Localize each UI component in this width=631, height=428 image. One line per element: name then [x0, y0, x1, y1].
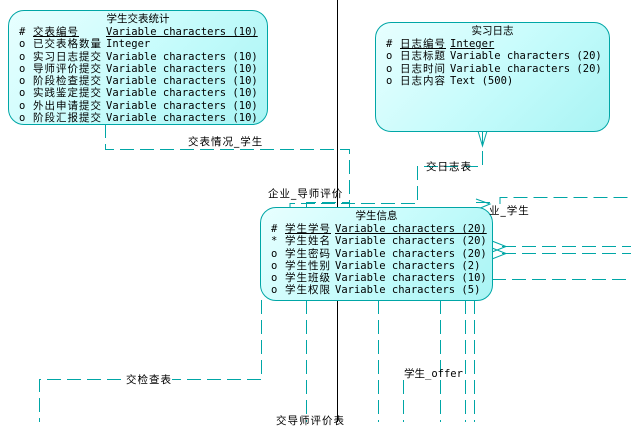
attribute-name: 实践鉴定提交	[33, 87, 102, 100]
attribute-marker: o	[271, 259, 278, 272]
label-submit-status: 交表情况_学生	[188, 136, 264, 148]
attribute-row[interactable]: o 学生密码 Variable characters (20)	[271, 248, 491, 260]
entity-title: 实习日志	[471, 25, 514, 37]
attribute-row[interactable]: o 学生性别 Variable characters (2)	[271, 260, 491, 272]
crowsfoot-log	[477, 130, 488, 148]
attribute-name: 已交表格数量	[33, 38, 102, 51]
entity-title: 学生交表统计	[106, 13, 170, 25]
attribute-name: 学生密码	[285, 247, 331, 260]
attribute-type: Text (500)	[450, 74, 514, 87]
attribute-row[interactable]: o 阶段检查提交 Variable characters (10)	[19, 75, 262, 87]
attribute-type: Variable characters (10)	[106, 87, 258, 100]
attribute-type: Variable characters (10)	[106, 112, 258, 125]
attribute-row[interactable]: # 交表编号 Variable characters (10)	[19, 26, 262, 38]
attribute-name: 日志时间	[400, 62, 446, 75]
attribute-name: 导师评价提交	[33, 62, 102, 75]
entity-stats[interactable]: 学生交表统计 # 交表编号 Variable characters (10) o 已交表…	[8, 10, 268, 125]
attribute-row[interactable]: o 阶段汇报提交 Variable characters (10)	[19, 112, 262, 124]
rel-submit-status[interactable]	[105, 124, 350, 207]
attribute-row[interactable]: * 学生姓名 Variable characters (20)	[271, 235, 491, 247]
attribute-marker: o	[271, 272, 278, 285]
attribute-row[interactable]: # 学生学号 Variable characters (20)	[271, 223, 491, 235]
attribute-row[interactable]: # 日志编号 Integer	[386, 38, 606, 50]
attribute-marker: o	[19, 38, 26, 51]
attribute-name: 日志编号	[400, 38, 446, 50]
crowsfoot-student-2	[491, 247, 508, 260]
attribute-table: # 学生学号 Variable characters (20) * 学生姓名 Variab…	[271, 223, 491, 297]
attribute-name: 学生班级	[285, 272, 331, 285]
attribute-name: 学生姓名	[285, 235, 331, 248]
attribute-marker: o	[19, 75, 26, 88]
attribute-type: Variable characters (5)	[335, 284, 481, 297]
attribute-name: 实习日志提交	[33, 50, 102, 63]
attribute-row[interactable]: o 已交表格数量 Integer	[19, 38, 262, 50]
attribute-marker: o	[386, 62, 393, 75]
attribute-marker: o	[19, 87, 26, 100]
attribute-name: 学生学号	[285, 223, 331, 235]
attribute-marker: o	[19, 62, 26, 75]
attribute-name: 外出申请提交	[33, 99, 102, 112]
label-submit-log: 交日志表	[426, 161, 472, 173]
attribute-type: Variable characters (20)	[450, 62, 602, 75]
rel-submit-check[interactable]	[39, 300, 262, 422]
attribute-type: Integer	[106, 38, 151, 51]
attribute-type: Variable characters (10)	[106, 99, 258, 112]
attribute-type: Variable characters (10)	[106, 26, 258, 38]
attribute-type: Variable characters (20)	[450, 50, 602, 63]
attribute-row[interactable]: o 日志标题 Variable characters (20)	[386, 50, 606, 62]
attribute-marker: #	[271, 223, 278, 235]
label-submit-check: 交检查表	[126, 372, 172, 387]
rel-company-tutor[interactable]	[306, 202, 350, 208]
attribute-marker: #	[19, 26, 26, 38]
attribute-marker: o	[386, 74, 393, 87]
attribute-type: Variable characters (2)	[335, 259, 481, 272]
attribute-name: 交表编号	[33, 26, 79, 38]
attribute-row[interactable]: o 实习日志提交 Variable characters (10)	[19, 51, 262, 63]
attribute-type: Variable characters (10)	[106, 50, 258, 63]
attribute-marker: o	[19, 99, 26, 112]
attribute-name: 学生权限	[285, 284, 331, 297]
attribute-row[interactable]: o 导师评价提交 Variable characters (10)	[19, 63, 262, 75]
attribute-marker: o	[19, 50, 26, 63]
attribute-marker: o	[386, 50, 393, 63]
attribute-marker: o	[19, 112, 26, 125]
attribute-marker: *	[271, 235, 278, 248]
attribute-name: 日志标题	[400, 50, 446, 63]
attribute-row[interactable]: o 日志时间 Variable characters (20)	[386, 63, 606, 75]
attribute-type: Integer	[450, 38, 495, 50]
label-student-offer: 学生_offer	[404, 368, 463, 380]
label-company-tutor: 企业_导师评价	[268, 188, 344, 200]
attribute-row[interactable]: o 学生班级 Variable characters (10)	[271, 272, 491, 284]
attribute-row[interactable]: o 外出申请提交 Variable characters (10)	[19, 100, 262, 112]
entity-log[interactable]: 实习日志 # 日志编号 Integer o 日志标题 Variable character…	[375, 22, 610, 132]
attribute-marker: o	[271, 247, 278, 260]
attribute-row[interactable]: o 日志内容 Text (500)	[386, 75, 606, 87]
attribute-name: 日志内容	[400, 74, 446, 87]
label-submit-tutor-eval: 交导师评价表	[276, 415, 345, 427]
attribute-type: Variable characters (10)	[106, 62, 258, 75]
attribute-table: # 日志编号 Integer o 日志标题 Variable characters (20…	[386, 38, 606, 87]
entity-student[interactable]: 学生信息 # 学生学号 Variable characters (20) * 学生姓名 V…	[260, 207, 493, 301]
attribute-marker: o	[271, 284, 278, 297]
attribute-name: 阶段汇报提交	[33, 112, 102, 125]
attribute-table: # 交表编号 Variable characters (10) o 已交表格数量 Inte…	[19, 26, 262, 124]
attribute-type: Variable characters (20)	[335, 235, 487, 248]
entity-title: 学生信息	[355, 210, 398, 222]
attribute-name: 学生性别	[285, 259, 331, 272]
attribute-marker: #	[386, 38, 393, 50]
rel-submit-log[interactable]	[289, 131, 483, 207]
attribute-row[interactable]: o 实践鉴定提交 Variable characters (10)	[19, 87, 262, 99]
attribute-name: 阶段检查提交	[33, 75, 102, 88]
label-company-student: 业_学生	[489, 205, 530, 217]
attribute-row[interactable]: o 学生权限 Variable characters (5)	[271, 284, 491, 296]
attribute-type: Variable characters (10)	[106, 75, 258, 88]
attribute-type: Variable characters (20)	[335, 247, 487, 260]
attribute-type: Variable characters (20)	[335, 223, 487, 235]
attribute-type: Variable characters (10)	[335, 272, 487, 285]
rel-company-student[interactable]	[476, 197, 631, 205]
